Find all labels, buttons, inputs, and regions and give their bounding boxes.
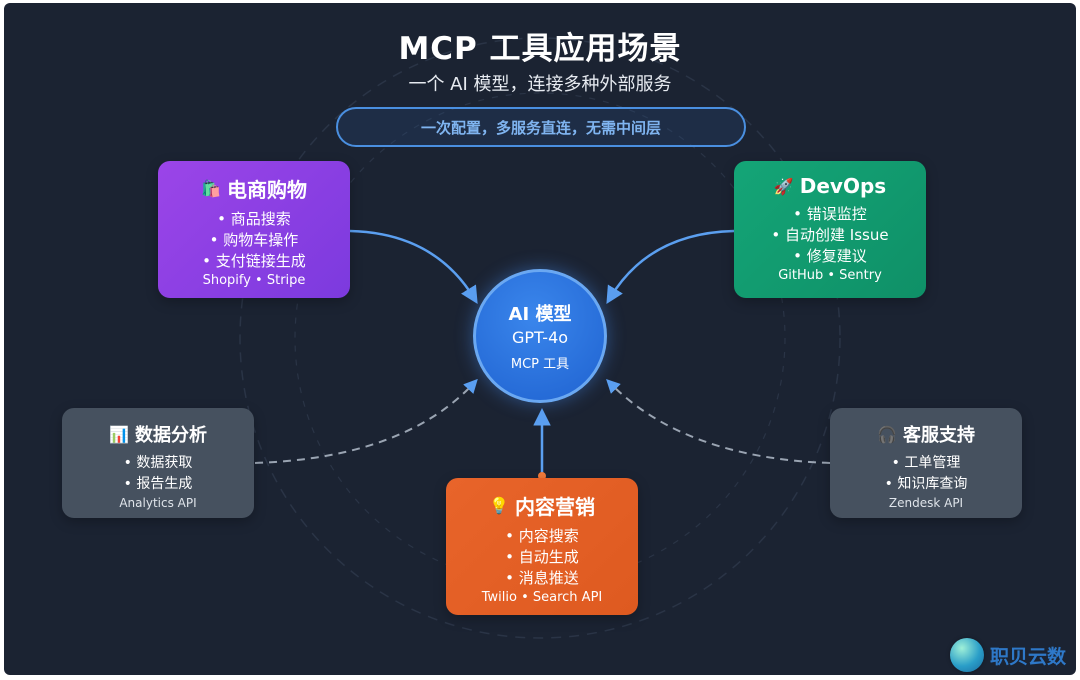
card-ecommerce-list: 商品搜索 购物车操作 支付链接生成 [158, 209, 350, 272]
watermark: 职贝云数 [950, 638, 1066, 672]
ai-model-name: GPT-4o [511, 328, 569, 347]
list-item: 支付链接生成 [158, 251, 350, 272]
card-analytics-label: 数据分析 [134, 425, 207, 446]
connector-layer [239, 37, 841, 639]
shopping-bag-icon: 🛍️ [201, 179, 221, 198]
inner-ring [294, 92, 786, 584]
card-analytics-apis: Analytics API [119, 496, 197, 510]
card-support: 🎧 客服支持 工单管理 知识库查询 Zendesk API [830, 408, 1022, 518]
rocket-icon: 🚀 [773, 176, 794, 196]
list-item: 知识库查询 [830, 474, 1022, 495]
ai-model-node: AI 模型 GPT-4o MCP 工具 [473, 269, 607, 403]
card-content-label: 内容营销 [514, 495, 595, 519]
arrow-support [606, 379, 831, 464]
card-devops-apis: GitHub • Sentry [778, 268, 882, 283]
page-title: MCP 工具应用场景 [398, 31, 682, 67]
list-item: 内容搜索 [446, 526, 638, 547]
card-devops-label: DevOps [799, 174, 887, 198]
list-item: 报告生成 [62, 474, 254, 495]
card-support-label: 客服支持 [902, 425, 975, 446]
card-support-list: 工单管理 知识库查询 [830, 453, 1022, 495]
list-item: 消息推送 [446, 568, 638, 589]
card-ecommerce-apis: Shopify • Stripe [202, 273, 306, 288]
list-item: 工单管理 [830, 453, 1022, 474]
card-ecommerce-title: 🛍️ 电商购物 [158, 174, 350, 203]
card-support-apis: Zendesk API [888, 496, 964, 510]
list-item: 数据获取 [62, 453, 254, 474]
globe-logo-icon [950, 638, 984, 672]
watermark-text: 职贝云数 [990, 645, 1067, 668]
card-support-title: 🎧 客服支持 [830, 421, 1022, 447]
headphones-icon: 🎧 [877, 424, 897, 444]
bar-chart-icon: 📊 [109, 424, 129, 444]
card-content-title: 💡 内容营销 [446, 491, 638, 520]
list-item: 购物车操作 [158, 230, 350, 251]
list-item: 自动生成 [446, 547, 638, 568]
lightbulb-icon: 💡 [489, 496, 509, 515]
arrow-analytics [254, 378, 478, 464]
config-banner: 一次配置，多服务直连，无需中间层 [336, 107, 746, 147]
card-devops-title: 🚀 DevOps [734, 174, 926, 198]
card-ecommerce-label: 电商购物 [226, 178, 307, 202]
outer-ring [239, 37, 841, 639]
card-devops-list: 错误监控 自动创建 Issue 修复建议 [734, 204, 926, 267]
list-item: 修复建议 [734, 246, 926, 267]
ai-model-title: AI 模型 [508, 304, 572, 325]
arrow-ecommerce [349, 229, 478, 304]
card-devops: 🚀 DevOps 错误监控 自动创建 Issue 修复建议 GitHub • S… [734, 161, 926, 298]
list-item: 错误监控 [734, 204, 926, 225]
card-analytics-list: 数据获取 报告生成 [62, 453, 254, 495]
card-content: 💡 内容营销 内容搜索 自动生成 消息推送 Twilio • Search AP… [446, 478, 638, 615]
card-content-apis: Twilio • Search API [481, 590, 603, 605]
list-item: 自动创建 Issue [734, 225, 926, 246]
list-item: 商品搜索 [158, 209, 350, 230]
arrow-devops [606, 229, 735, 305]
card-analytics: 📊 数据分析 数据获取 报告生成 Analytics API [62, 408, 254, 518]
diagram-canvas: MCP 工具应用场景 一个 AI 模型，连接多种外部服务 一次配置，多服务直连，… [4, 3, 1076, 675]
page-subtitle: 一个 AI 模型，连接多种外部服务 [408, 74, 672, 95]
card-ecommerce: 🛍️ 电商购物 商品搜索 购物车操作 支付链接生成 Shopify • Stri… [158, 161, 350, 298]
ai-model-label: MCP 工具 [510, 357, 570, 372]
card-content-list: 内容搜索 自动生成 消息推送 [446, 526, 638, 589]
card-analytics-title: 📊 数据分析 [62, 421, 254, 447]
